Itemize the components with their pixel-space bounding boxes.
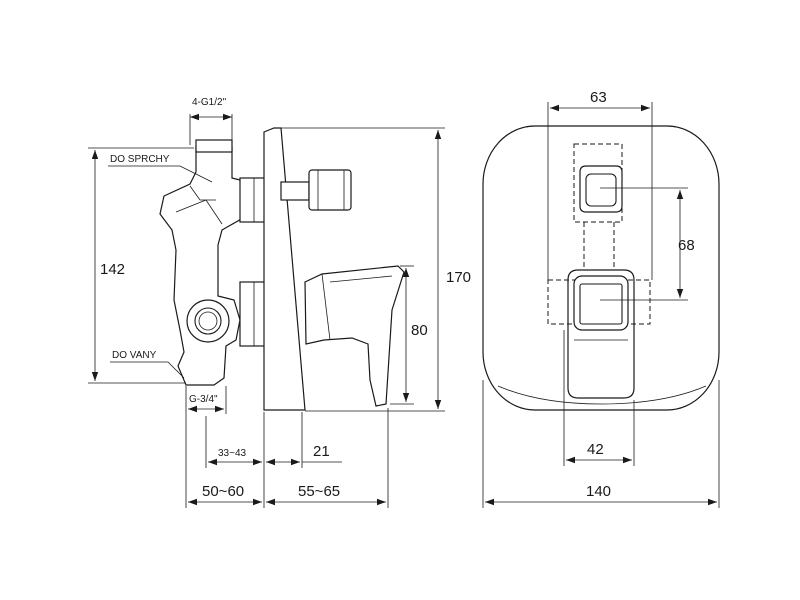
knob-spacing-label: 68 [678,237,695,254]
plate-width-label: 140 [586,483,611,500]
mixer-lever [304,265,405,407]
diverter-knob [308,169,352,211]
bottom-width-label: 42 [587,441,604,458]
cartridge-housing [239,281,267,347]
body-contour-line [189,185,216,201]
bath-outlet-port [194,307,222,335]
body-depth-label: 50~60 [202,483,244,500]
adjust-range-label: 33~43 [218,448,247,459]
bath-outlet-label: DO VANY [112,350,157,361]
lever-cap [573,275,629,331]
valve-body [159,146,244,386]
diverter-knob-front [579,165,623,213]
total-height-label: 170 [446,269,471,286]
top-width-label: 63 [590,89,607,106]
wall-plate-front [482,125,720,411]
body-height-label: 142 [100,261,125,278]
wall-plate-side [263,127,306,411]
side-view [159,127,405,411]
diverter-stem [280,181,310,201]
diverter-knob-inner [585,173,617,207]
lever-height-label: 80 [411,322,428,339]
top-inlet-fitting [195,139,233,153]
plate-shadow [497,385,707,405]
side-dimensions [88,113,445,508]
lever-offset-label: 21 [313,443,330,460]
lever-cap-inner [579,283,623,325]
body-contour-line [175,199,223,225]
shower-outlet-label: DO SPRCHY [110,154,170,165]
bath-outlet-port [186,299,230,343]
plate-depth-label: 55~65 [298,483,340,500]
stem-outline [583,222,615,274]
front-view [482,125,720,411]
diverter-recess-outline [573,143,623,223]
lever-detail [321,273,331,341]
front-dimensions [482,102,720,508]
diverter-housing [239,177,267,223]
outlet-thread-label: G-3/4" [189,394,218,405]
lever-detail [329,275,393,283]
bath-outlet-port [198,311,218,331]
inlet-thread-label: 4-G1/2" [192,97,227,108]
